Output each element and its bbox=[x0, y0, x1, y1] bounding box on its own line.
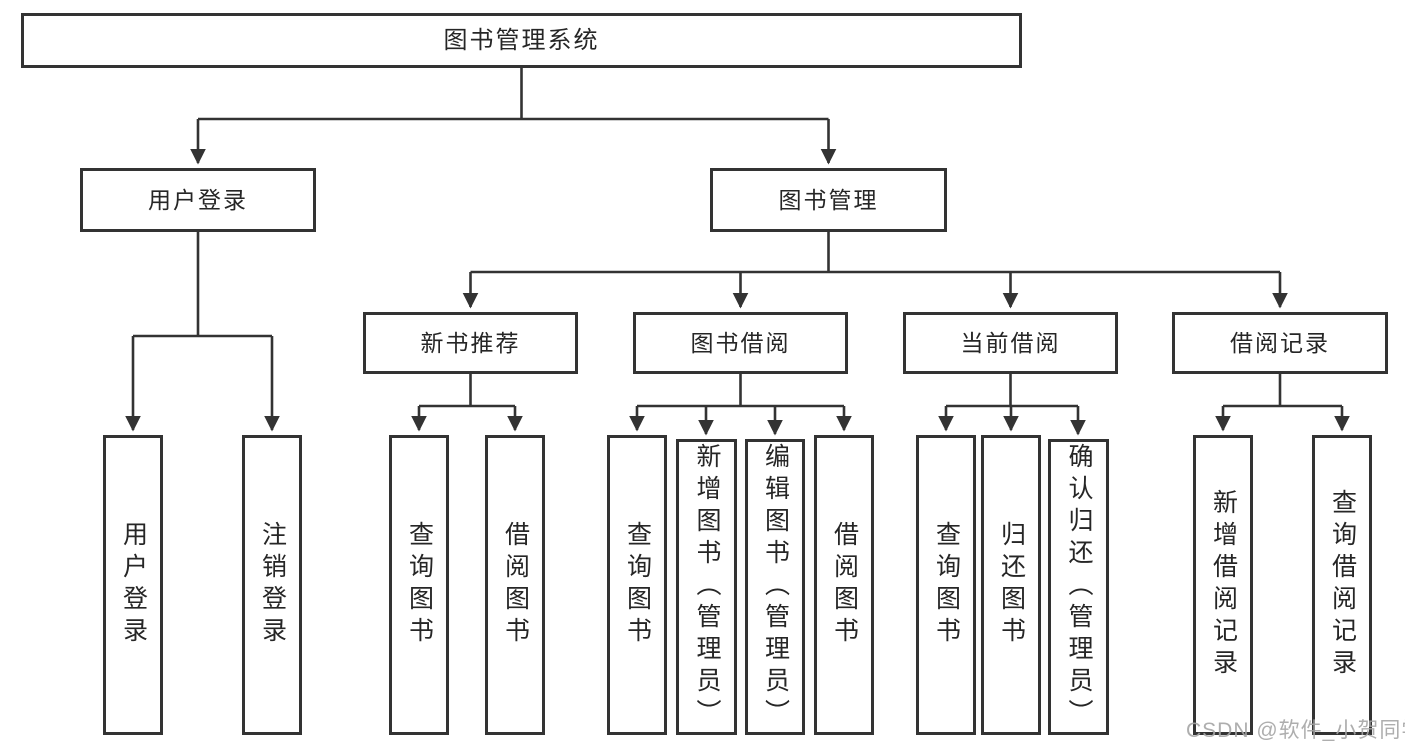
edges-user-login-children bbox=[125, 232, 280, 432]
node-book-management: 图书管理 bbox=[710, 168, 947, 232]
node-label: 图书管理 bbox=[778, 186, 879, 213]
node-label: 借阅图书 bbox=[830, 521, 859, 649]
node-label: 借阅图书 bbox=[501, 521, 530, 649]
edges-current-borrow-children bbox=[938, 374, 1086, 436]
node-label: 用户登录 bbox=[119, 521, 148, 649]
node-borrow-records: 借阅记录 bbox=[1172, 312, 1388, 374]
node-label: 新增借阅记录 bbox=[1209, 489, 1238, 681]
edges-book-borrow-children bbox=[629, 374, 852, 436]
node-root-library-system: 图书管理系统 bbox=[21, 13, 1022, 68]
node-current-borrow: 当前借阅 bbox=[903, 312, 1118, 374]
node-label: 查询图书 bbox=[623, 521, 652, 649]
leaf-user-login: 用户登录 bbox=[103, 435, 163, 735]
node-label: 确认归还（管理员） bbox=[1065, 443, 1093, 731]
edges-new-book-recommend-children bbox=[411, 374, 523, 432]
leaf-borrow-books: 借阅图书 bbox=[814, 435, 874, 735]
node-label: 查询借阅记录 bbox=[1328, 489, 1357, 681]
node-label: 借阅记录 bbox=[1230, 329, 1330, 356]
leaf-borrow-books-recommend: 借阅图书 bbox=[485, 435, 545, 735]
node-label: 查询图书 bbox=[932, 521, 961, 649]
leaf-logout: 注销登录 bbox=[242, 435, 302, 735]
node-user-login: 用户登录 bbox=[80, 168, 316, 232]
leaf-query-books-current: 查询图书 bbox=[916, 435, 976, 735]
leaf-return-books: 归还图书 bbox=[981, 435, 1041, 735]
leaf-query-borrow-record: 查询借阅记录 bbox=[1312, 435, 1372, 735]
edges-root-to-level2 bbox=[190, 68, 837, 165]
node-new-book-recommend: 新书推荐 bbox=[363, 312, 578, 374]
leaf-query-books-recommend: 查询图书 bbox=[389, 435, 449, 735]
node-label: 图书管理系统 bbox=[443, 26, 600, 54]
node-label: 图书借阅 bbox=[690, 329, 791, 356]
node-label: 新增图书（管理员） bbox=[693, 443, 721, 731]
node-label: 注销登录 bbox=[258, 521, 287, 649]
node-label: 用户登录 bbox=[148, 186, 248, 213]
node-label: 编辑图书（管理员） bbox=[761, 443, 790, 731]
node-book-borrow: 图书借阅 bbox=[633, 312, 848, 374]
csdn-watermark: CSDN @软件_小贺同学 bbox=[1186, 719, 1405, 742]
leaf-add-borrow-record: 新增借阅记录 bbox=[1193, 435, 1253, 735]
node-label: 查询图书 bbox=[405, 521, 434, 649]
leaf-edit-books-admin: 编辑图书（管理员） bbox=[745, 439, 805, 735]
node-label: 归还图书 bbox=[997, 521, 1026, 649]
leaf-query-books-borrow: 查询图书 bbox=[607, 435, 667, 735]
node-label: 当前借阅 bbox=[960, 329, 1061, 356]
edges-book-management-children bbox=[462, 232, 1288, 309]
leaf-add-books-admin: 新增图书（管理员） bbox=[676, 439, 737, 735]
edges-borrow-records-children bbox=[1215, 374, 1350, 432]
node-label: 新书推荐 bbox=[420, 329, 521, 356]
leaf-confirm-return-admin: 确认归还（管理员） bbox=[1048, 439, 1109, 735]
